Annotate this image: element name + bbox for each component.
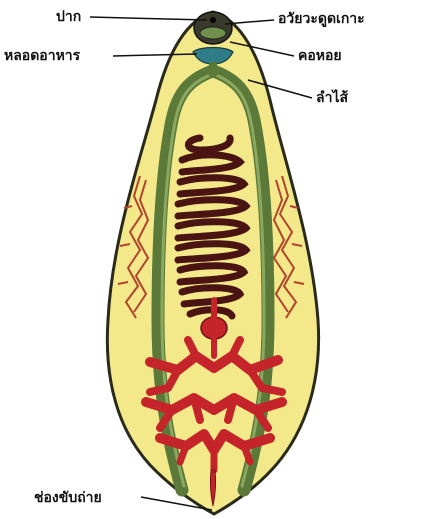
- label-esophagus: หลอดอาหาร: [4, 49, 80, 63]
- label-pharynx: คอหอย: [298, 49, 342, 63]
- label-intestine: ลำไส้: [316, 91, 348, 105]
- label-oral-sucker: อวัยวะดูดเกาะ: [278, 12, 365, 26]
- label-mouth: ปาก: [56, 10, 81, 24]
- oral-sucker-rim: [200, 27, 226, 39]
- label-excretory-pore: ช่องขับถ่าย: [34, 491, 102, 505]
- mouth: [210, 17, 216, 23]
